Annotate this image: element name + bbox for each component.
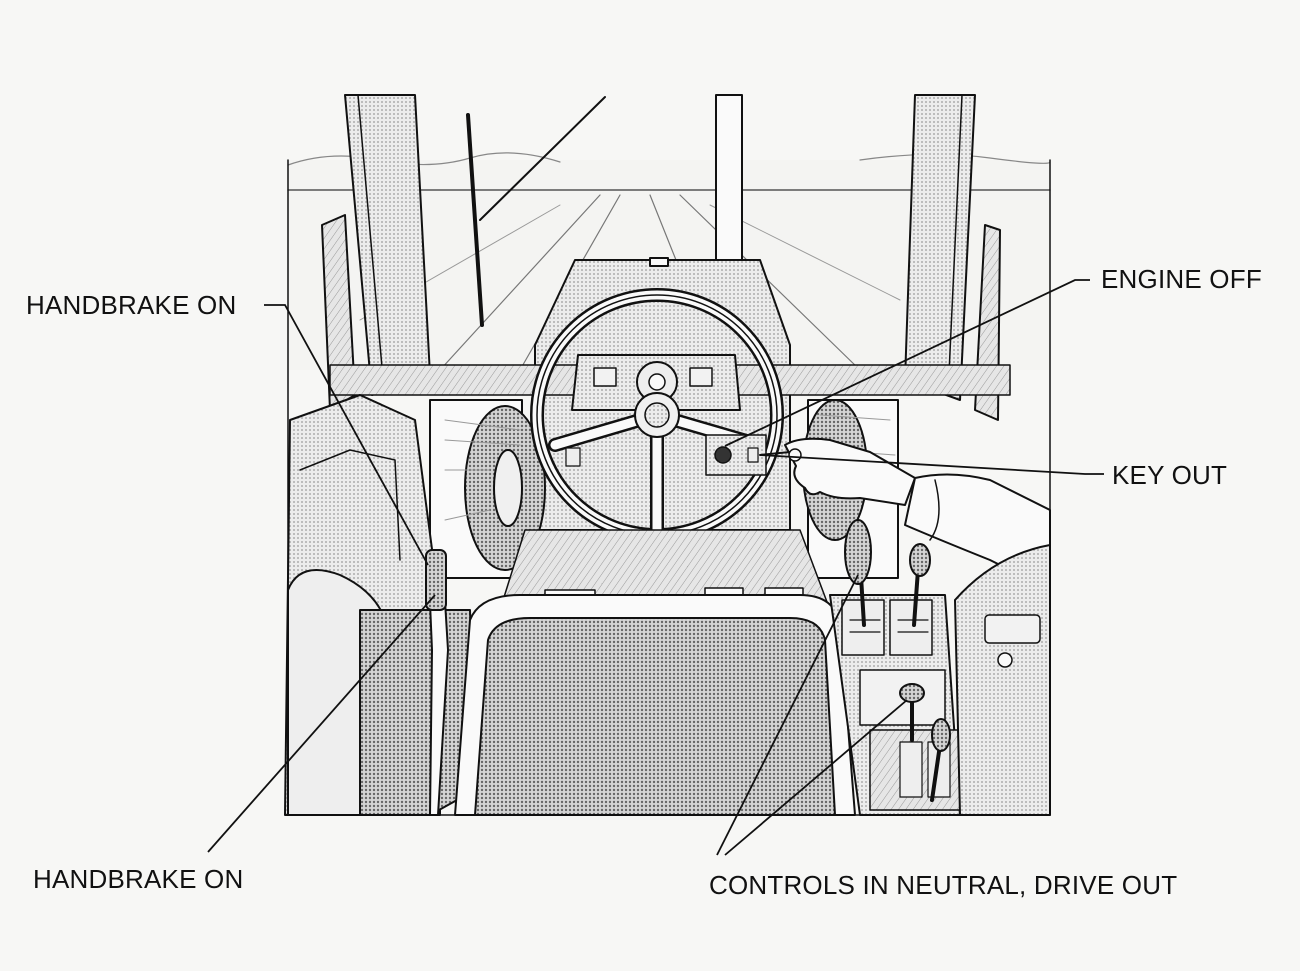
right-cab-pillar [904,94,976,401]
leader-handbrake-top [264,304,429,566]
right-door-panel [954,544,1051,816]
left-cab-pillar [344,94,431,396]
wiper-arm [479,96,606,221]
leader-controls-a [716,574,859,856]
wiper-blade [466,113,484,327]
label-key-out: KEY OUT [1112,460,1228,490]
leader-key-out [759,454,1104,475]
instrument-cluster [571,354,741,411]
label-handbrake-on-top: HANDBRAKE ON [26,290,237,320]
label-handbrake-on-bottom: HANDBRAKE ON [33,864,244,894]
label-engine-off: ENGINE OFF [1101,264,1262,294]
leader-controls-b [724,699,908,856]
leader-lines [207,279,1104,856]
leader-engine-off [724,279,1090,447]
label-controls-neutral: CONTROLS IN NEUTRAL, DRIVE OUT [709,870,1178,900]
gear-levers [844,519,951,802]
left-rear-wheel-view [429,399,546,579]
leader-handbrake-bottom [207,594,436,853]
operator-seat [454,594,856,816]
